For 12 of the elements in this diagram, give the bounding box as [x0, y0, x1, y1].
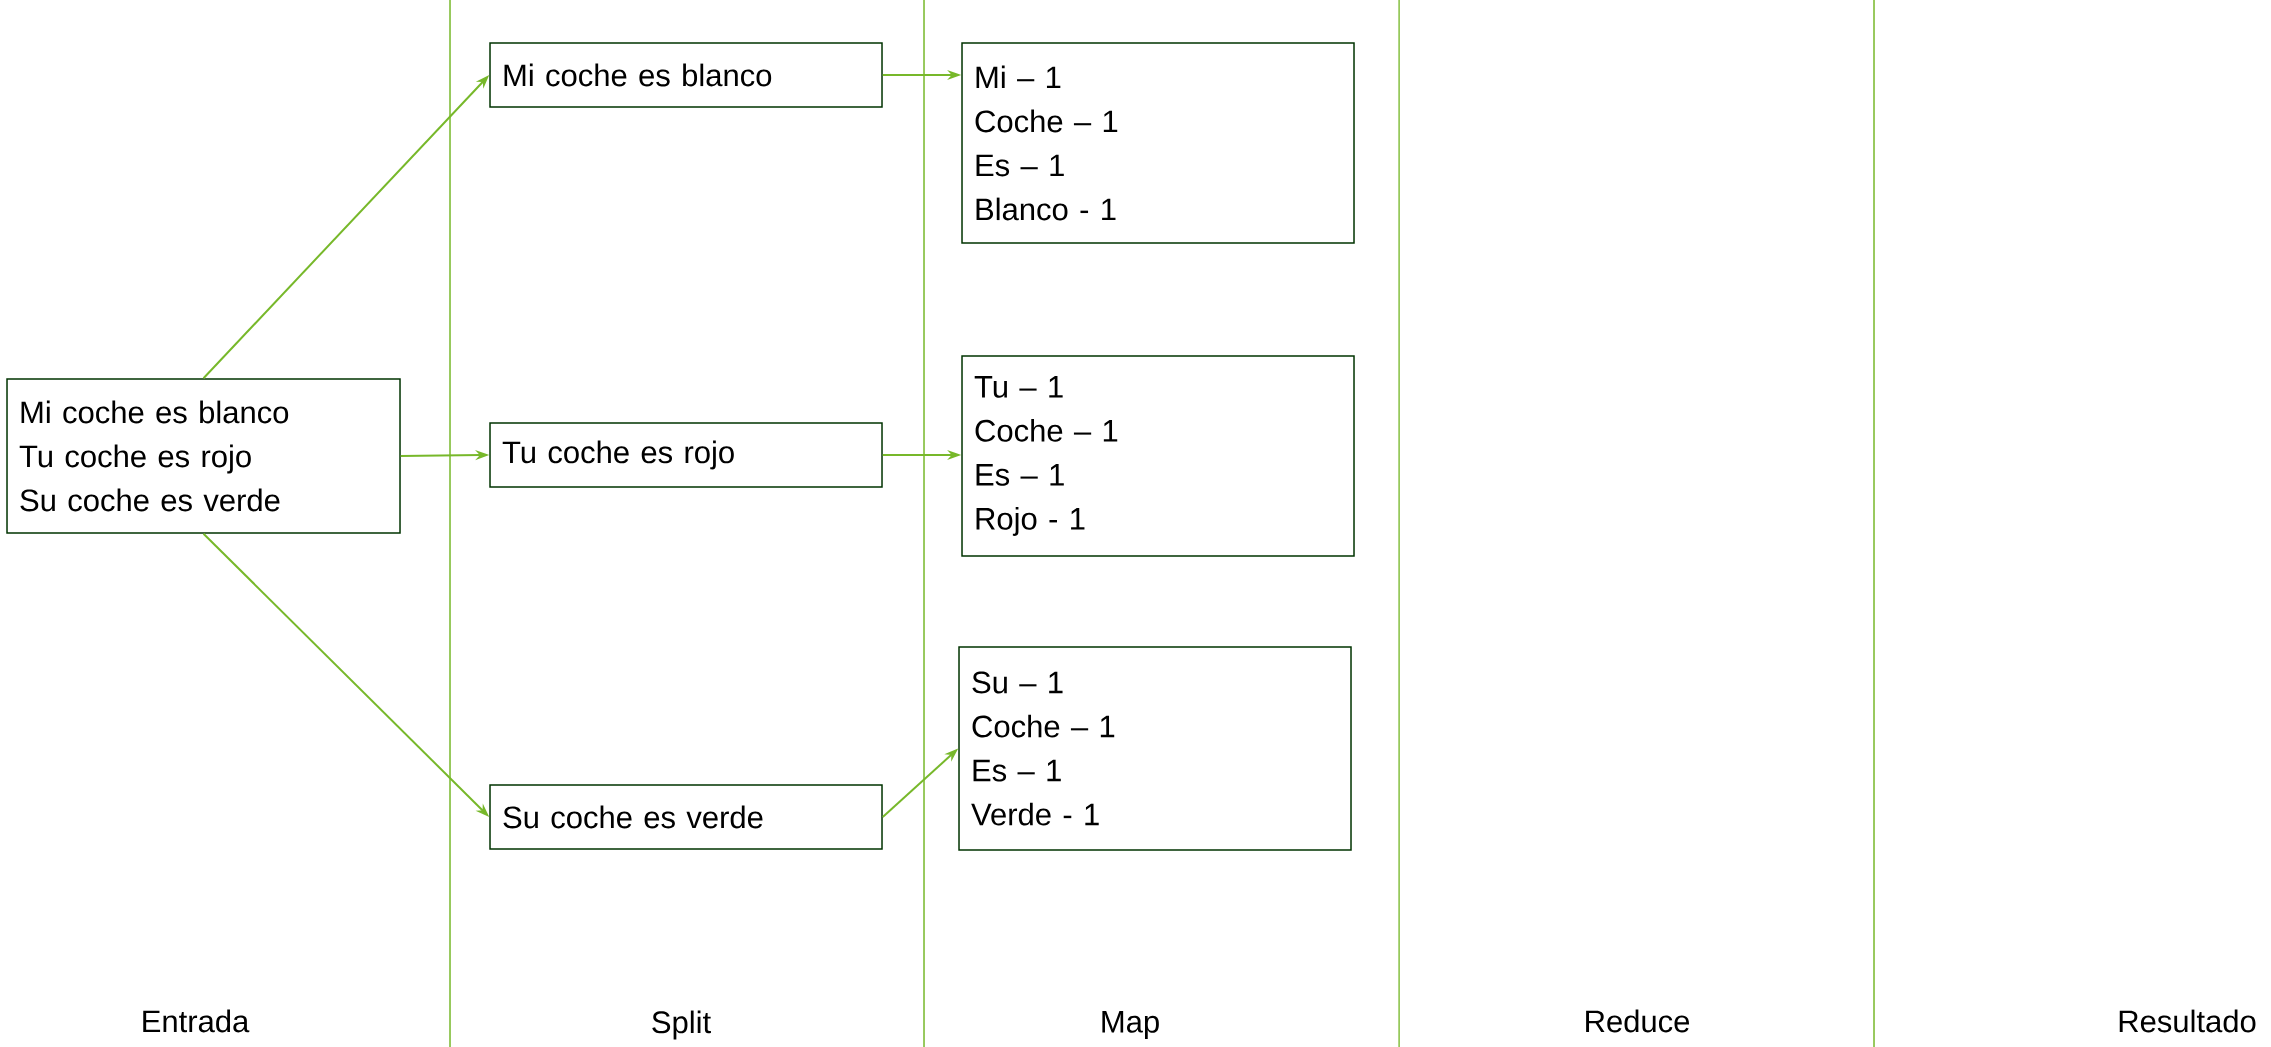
stage-label: Resultado	[2119, 1009, 2256, 1033]
stage-label: Entrada	[143, 1009, 250, 1033]
input-box: Mi coche es blanco Tu coche es rojo Su coche es verde	[6, 378, 401, 534]
stage-label: Reduce	[1586, 1009, 1690, 1033]
map-box: Tu – 1 Coche – 1 Es – 1 Rojo - 1	[961, 355, 1355, 557]
map-box: Mi – 1 Coche – 1 Es – 1 Blanco - 1	[961, 42, 1355, 244]
stage-label: Map	[1102, 1011, 1159, 1039]
stage-label: Split	[652, 1010, 711, 1040]
map-box: Su – 1 Coche – 1 Es – 1 Verde - 1	[958, 646, 1352, 851]
split-box: Tu coche es rojo	[489, 422, 883, 488]
split-box: Su coche es verde	[489, 784, 883, 850]
split-box: Mi coche es blanco	[489, 42, 883, 108]
